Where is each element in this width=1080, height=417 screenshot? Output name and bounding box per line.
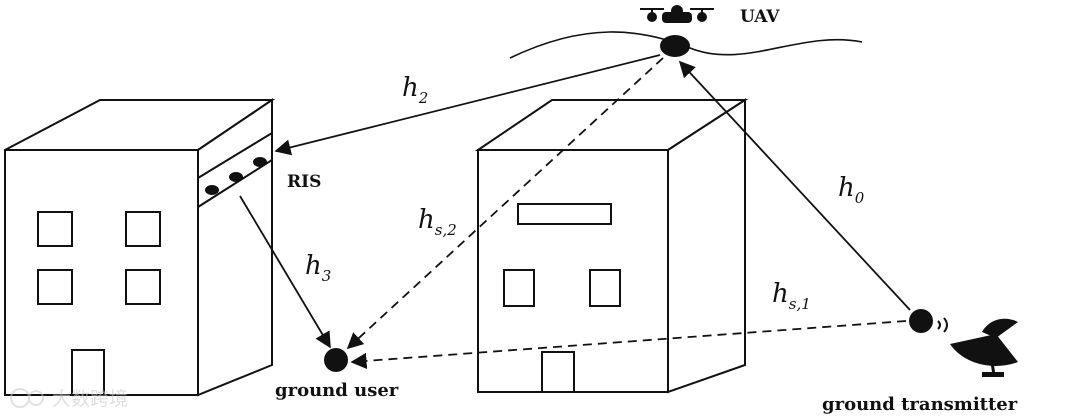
ground-transmitter-label: ground transmitter [822,394,1018,415]
watermark-logo-icon [10,388,44,408]
label-h0-sub: 0 [855,189,865,207]
uav-trajectory [509,31,863,59]
watermark-text: 大数跨境 [52,388,128,410]
right-building-windows [503,203,621,393]
label-hs1: hs,1 [772,279,811,313]
right-building [474,98,749,394]
link-h0 [678,60,911,311]
link-h2 [274,54,661,156]
ris-label: RIS [287,172,321,192]
link-hs1 [350,320,907,370]
ground-user-node [324,348,348,372]
uav-icon [640,5,714,23]
link-hs2 [346,57,664,350]
left-building-windows [37,211,161,396]
label-hs2-sub: s,2 [435,221,457,239]
ris-panel [197,131,273,209]
label-hs1-sub: s,1 [789,295,811,313]
label-hs2: hs,2 [418,205,457,239]
uav-label: UAV [740,7,780,27]
label-h2-sub: 2 [418,89,429,107]
ground-user-label: ground user [275,380,399,401]
label-h0-base: h [838,173,855,203]
label-hs2-base: h [418,205,435,235]
label-h3-base: h [305,251,322,281]
left-building [4,98,276,397]
label-h0: h0 [838,173,865,207]
uav-node [660,35,690,57]
ground-transmitter-node [909,309,933,333]
label-h2: h2 [402,73,428,107]
link-h3 [239,195,331,349]
satellite-dish-icon [937,317,1018,377]
label-h2-base: h [402,73,419,103]
label-hs1-base: h [772,279,789,309]
label-h3: h3 [305,251,331,285]
label-h3-sub: 3 [322,267,332,285]
